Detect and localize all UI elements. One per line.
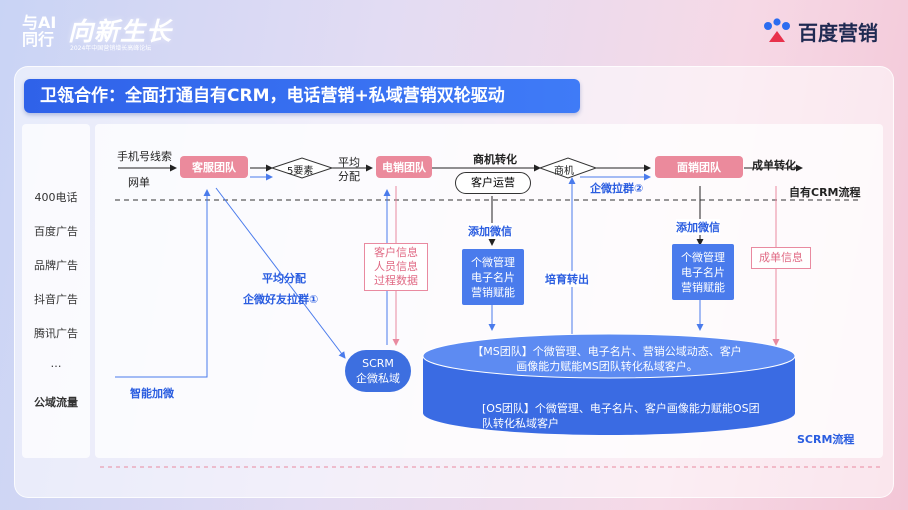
personal-wechat-2-line1: 个微管理 xyxy=(681,250,725,264)
nurture-label: 培育转出 xyxy=(545,271,589,287)
personal-wechat-2-line2: 电子名片 xyxy=(681,265,725,279)
source-douyin-ads: 抖音广告 xyxy=(34,293,78,306)
personal-wechat-box-1: 个微管理 电子名片 营销赋能 xyxy=(462,249,524,305)
avg-assign-label: 平均分配 xyxy=(262,272,306,285)
brand-logo: 百度营销 xyxy=(762,17,878,46)
wecom-friend-label: 企微好友拉群① xyxy=(243,293,319,306)
personal-wechat-2-line3: 营销赋能 xyxy=(681,280,725,294)
lead-web-label: 网单 xyxy=(128,176,150,189)
personal-wechat-1-line3: 营销赋能 xyxy=(471,285,515,299)
source-tencent-ads: 腾讯广告 xyxy=(34,327,78,340)
lead-phone-label: 手机号线索 xyxy=(117,150,172,163)
customer-ops-pill: 客户运营 xyxy=(455,172,531,194)
scrm-flow-label: SCRM流程 xyxy=(797,433,855,446)
add-wechat-label-1: 添加微信 xyxy=(468,223,512,239)
brand-name: 百度营销 xyxy=(798,21,878,45)
customer-info-line1: 客户信息 xyxy=(374,246,418,259)
ms-team-text: 【MS团队】个微管理、电子名片、营销公域动态、客户画像能力赋能MS团队转化私域客… xyxy=(472,345,742,373)
opp-convert-label: 商机转化 xyxy=(473,153,517,166)
service-team-box: 客服团队 xyxy=(180,156,248,178)
personal-wechat-1-line1: 个微管理 xyxy=(471,255,515,269)
opp-label: 商机 xyxy=(554,166,574,177)
event-subtitle: 2024年中国营销增长高峰论坛 xyxy=(70,45,152,52)
os-team-text: [OS团队】个微管理、电子名片、客户画像能力赋能OS团队转化私域客户 xyxy=(482,402,760,430)
scrm-node: SCRM 企微私域 xyxy=(345,350,411,392)
crm-flow-label: 自有CRM流程 xyxy=(789,186,861,199)
customer-info-line2: 人员信息 xyxy=(374,260,418,273)
source-400: 400电话 xyxy=(34,191,78,204)
scrm-node-line1: SCRM xyxy=(362,356,394,370)
deal-convert-label: 成单转化 xyxy=(752,159,796,172)
wecom-group-2-label: 企微拉群② xyxy=(590,182,644,195)
source-public-traffic: 公域流量 xyxy=(34,396,78,409)
personal-wechat-1-line2: 电子名片 xyxy=(471,270,515,284)
five-elements-label: 5要素 xyxy=(287,166,314,177)
event-slogan: 向新生长 xyxy=(68,17,173,46)
deal-info-box: 成单信息 xyxy=(751,247,811,269)
avg-label-2: 分配 xyxy=(338,170,360,183)
traffic-source-panel xyxy=(22,124,90,458)
avg-label-1: 平均 xyxy=(338,156,360,169)
face-team-box: 面销团队 xyxy=(655,156,743,178)
scrm-node-line2: 企微私域 xyxy=(356,371,400,385)
event-logo: 与AI 同行 xyxy=(22,14,56,48)
tele-team-box: 电销团队 xyxy=(376,156,432,178)
paw-icon xyxy=(764,17,790,42)
event-logo-line2: 同行 xyxy=(22,30,55,49)
source-baidu-ads: 百度广告 xyxy=(34,225,78,238)
event-logo-line1: 与AI xyxy=(22,13,57,32)
customer-info-line3: 过程数据 xyxy=(374,274,418,287)
smart-add-label: 智能加微 xyxy=(130,387,174,400)
personal-wechat-box-2: 个微管理 电子名片 营销赋能 xyxy=(672,244,734,300)
source-brand-ads: 品牌广告 xyxy=(34,259,78,272)
source-more: … xyxy=(50,357,62,370)
add-wechat-label-2: 添加微信 xyxy=(676,219,720,235)
customer-info-box: 客户信息 人员信息 过程数据 xyxy=(364,243,428,291)
page-title: 卫瓴合作：全面打通自有CRM，电话营销+私域营销双轮驱动 xyxy=(24,79,580,113)
